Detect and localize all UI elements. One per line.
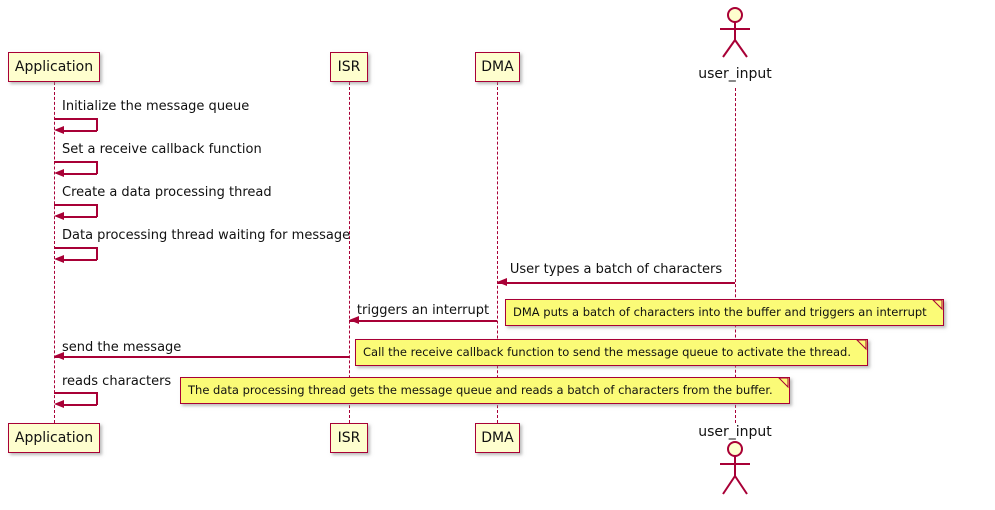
message-1-line-top <box>54 118 97 120</box>
message-6-arrowhead-icon <box>349 316 359 324</box>
message-3-line-top <box>54 204 97 206</box>
message-4-line-return <box>63 259 97 261</box>
message-1-line-return <box>63 130 97 132</box>
participant-application-bottom: Application <box>8 423 100 453</box>
participant-dma-top: DMA <box>475 52 520 82</box>
message-3-line-return <box>63 216 97 218</box>
note-callback-text: Call the receive callback function to se… <box>363 345 852 359</box>
lifeline-user-input <box>735 88 736 423</box>
message-2-line-return <box>63 173 97 175</box>
message-8-label: reads characters <box>62 374 172 389</box>
message-1-arrowhead-icon <box>54 126 64 134</box>
message-7-arrowhead-icon <box>54 352 64 360</box>
lifeline-dma <box>497 82 498 423</box>
participant-dma-bottom: DMA <box>475 423 520 453</box>
message-2-line-top <box>54 161 97 163</box>
message-8-line-return <box>63 404 97 406</box>
note-read-buffer: The data processing thread gets the mess… <box>180 377 790 404</box>
participant-isr-bottom: ISR <box>330 423 368 453</box>
message-3-arrowhead-icon <box>54 212 64 220</box>
note-callback: Call the receive callback function to se… <box>355 339 869 366</box>
lifeline-application <box>54 82 55 423</box>
message-5-label: User types a batch of characters <box>509 262 723 277</box>
note-read-buffer-text: The data processing thread gets the mess… <box>188 383 773 397</box>
note-fold-icon <box>931 299 943 311</box>
message-8-line-side <box>96 392 98 405</box>
message-1-label: Initialize the message queue <box>62 99 250 114</box>
message-3-label: Create a data processing thread <box>62 185 272 200</box>
message-2-arrowhead-icon <box>54 169 64 177</box>
note-dma-interrupt: DMA puts a batch of characters into the … <box>505 299 944 326</box>
message-4-line-top <box>54 247 97 249</box>
note-fold-icon <box>856 339 867 351</box>
message-8-arrowhead-icon <box>54 400 64 408</box>
message-4-label: Data processing thread waiting for messa… <box>62 228 351 243</box>
note-dma-interrupt-text: DMA puts a batch of characters into the … <box>513 305 927 319</box>
message-3-line-side <box>96 204 98 217</box>
participant-isr-top: ISR <box>330 52 368 82</box>
message-1-line-side <box>96 118 98 131</box>
message-4-arrowhead-icon <box>54 255 64 263</box>
message-5-arrowhead-icon <box>497 278 507 286</box>
actor-user-input-label-bottom: user_input <box>698 424 772 440</box>
message-8-line-top <box>54 392 97 394</box>
message-4-line-side <box>96 247 98 260</box>
note-fold-icon <box>777 377 789 389</box>
message-5-line <box>497 282 735 284</box>
message-2-label: Set a receive callback function <box>62 142 262 157</box>
lifeline-isr <box>349 82 350 423</box>
actor-user-input-label-top: user_input <box>698 66 772 82</box>
message-6-label: triggers an interrupt <box>356 303 490 318</box>
message-7-label: send the message <box>62 340 182 355</box>
message-6-line <box>349 320 497 322</box>
actor-user-input-figure-top <box>720 7 750 58</box>
participant-application-top: Application <box>8 52 100 82</box>
message-7-line <box>54 356 349 358</box>
actor-user-input-figure-bottom <box>720 441 750 495</box>
message-2-line-side <box>96 161 98 174</box>
